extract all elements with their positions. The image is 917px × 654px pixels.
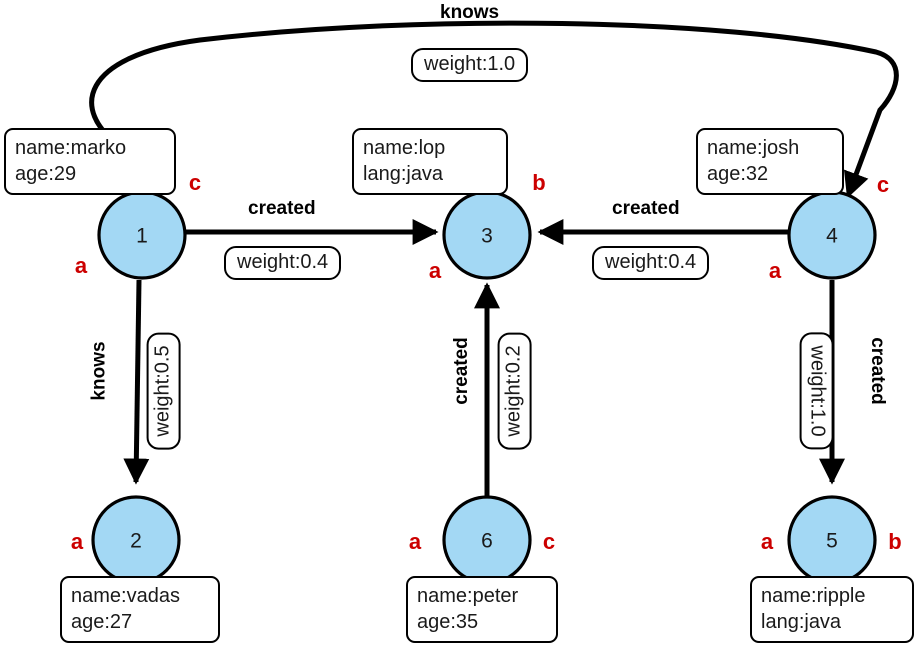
node-1-annotation-a: a <box>74 253 88 278</box>
node-3[interactable]: 3 <box>442 190 532 280</box>
edge-6-3-created-weight: weight:0.2 <box>497 332 532 450</box>
edge-1-2-knows-type-label: knows <box>87 340 111 402</box>
node-5-property-box: name:ripple lang:java <box>750 576 914 643</box>
node-3-prop-0: name:lop <box>363 137 446 159</box>
edge-1-2-knows-weight: weight:0.5 <box>146 332 181 450</box>
node-4-annotation-c-struck: c <box>876 172 890 197</box>
node-1[interactable]: 1 <box>97 190 187 280</box>
node-layer: 1 2 3 4 5 6 <box>91 190 877 585</box>
node-5-annotation-b-struck: b <box>888 529 902 554</box>
node-3-label: 3 <box>481 225 493 248</box>
node-1-prop-1: age:29 <box>15 163 77 185</box>
node-1-property-box: name:marko age:29 <box>4 128 176 195</box>
node-1-annotation-c: c <box>188 170 202 195</box>
edge-1-4-knows <box>89 20 899 199</box>
node-6-property-box: name:peter age:35 <box>406 576 558 643</box>
node-4-prop-1: age:32 <box>707 163 769 185</box>
node-6[interactable]: 6 <box>442 495 532 585</box>
node-6-annotation-a: a <box>408 529 422 554</box>
node-3-prop-1: lang:java <box>363 163 444 185</box>
node-5-prop-0: name:ripple <box>761 585 866 607</box>
node-6-prop-1: age:35 <box>417 611 479 633</box>
node-6-label: 6 <box>481 530 493 553</box>
node-6-prop-0: name:peter <box>417 585 519 607</box>
edge-4-5-created-weight: weight:1.0 <box>799 332 834 450</box>
node-4[interactable]: 4 <box>787 190 877 280</box>
node-1-prop-0: name:marko <box>15 137 127 159</box>
node-3-annotation-b: b <box>532 170 546 195</box>
node-6-annotation-c-struck: c <box>542 529 556 554</box>
edge-1-2-knows <box>123 279 150 485</box>
node-5-prop-1: lang:java <box>761 611 842 633</box>
edge-6-3-created-type-label: created <box>449 336 473 407</box>
node-4-prop-0: name:josh <box>707 137 800 159</box>
node-3-property-box: name:lop lang:java <box>352 128 508 195</box>
edge-1-3-created-weight: weight:0.4 <box>224 246 342 280</box>
node-5-annotation-a-struck: a <box>760 529 774 554</box>
edge-4-3-created-weight: weight:0.4 <box>592 246 710 280</box>
node-2-property-box: name:vadas age:27 <box>60 576 220 643</box>
node-2-label: 2 <box>130 530 142 553</box>
edge-4-5-created-type-label: created <box>865 336 889 407</box>
node-3-annotation-a-struck: a <box>428 258 442 283</box>
node-2-prop-1: age:27 <box>71 611 133 633</box>
node-2-prop-0: name:vadas <box>71 585 180 607</box>
node-5[interactable]: 5 <box>787 495 877 585</box>
node-1-label: 1 <box>136 225 148 248</box>
node-2-annotation-a-struck: a <box>70 529 84 554</box>
node-4-annotation-a: a <box>768 258 782 283</box>
node-4-label: 4 <box>826 225 838 248</box>
edge-1-4-knows-weight: weight:1.0 <box>411 48 529 82</box>
node-2[interactable]: 2 <box>91 495 181 585</box>
edge-4-3-created-type-label: created <box>611 197 682 221</box>
node-4-property-box: name:josh age:32 <box>696 128 844 195</box>
edge-1-3-created-type-label: created <box>247 197 318 221</box>
edge-1-4-knows-type-label: knows <box>438 1 500 25</box>
node-5-label: 5 <box>826 530 838 553</box>
